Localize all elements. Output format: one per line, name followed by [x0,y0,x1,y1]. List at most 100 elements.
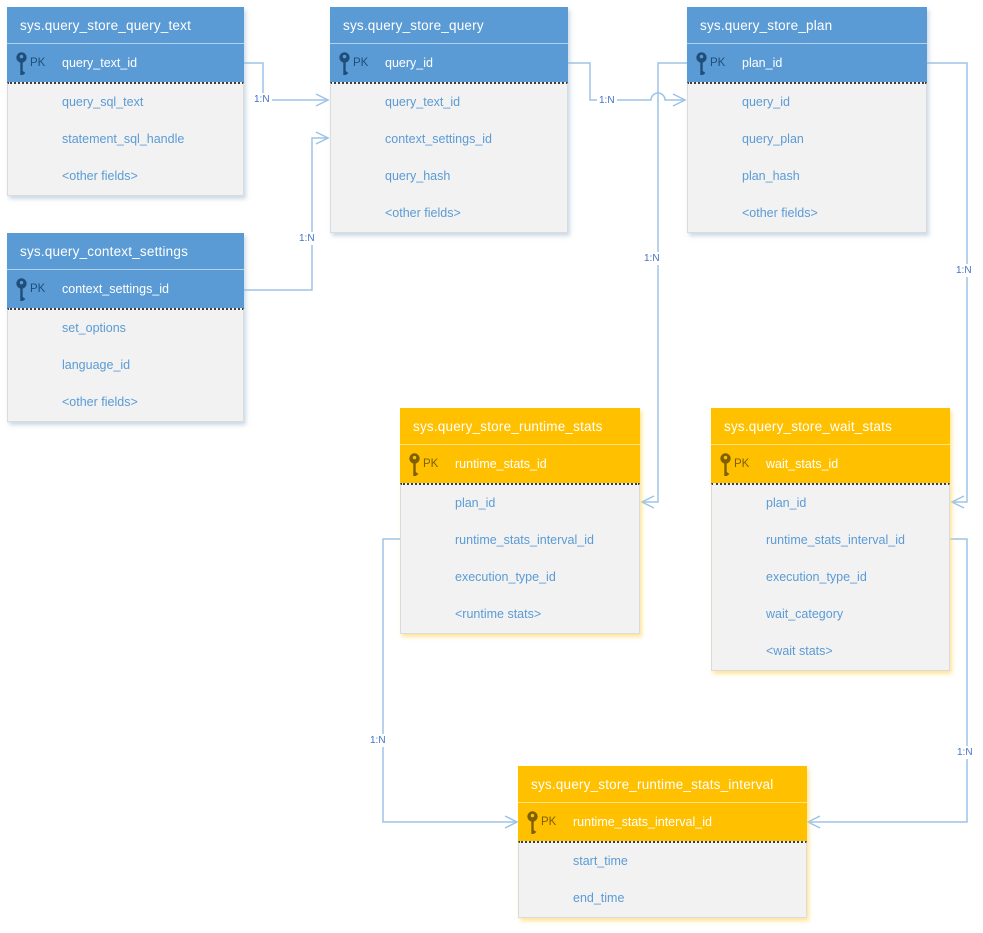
cardinality-label: 1:N [368,734,388,747]
arrowhead-icon [806,815,821,829]
entity-query-store-runtime-stats-interval[interactable]: sys.query_store_runtime_stats_interval P… [518,766,807,918]
cardinality-label: 1:N [955,746,975,759]
field-row: context_settings_id [385,132,493,146]
field-row: query_id [742,95,790,109]
connector-line [927,62,968,503]
arrowhead-icon [504,815,519,829]
field-list: start_time end_time [518,841,807,918]
arrowhead-icon [640,495,655,509]
primary-key-icon [338,51,352,75]
connector-plan-to-wait-stats [927,62,968,509]
field-row: statement_sql_handle [62,132,185,146]
entity-title: sys.query_store_query_text [7,7,244,44]
pk-label: PK [353,57,369,69]
field-row: query_plan [742,132,804,146]
field-row: runtime_stats_interval_id [455,533,594,547]
field-row: <wait stats> [766,644,833,658]
primary-key-icon [719,452,733,476]
entity-title: sys.query_store_wait_stats [711,408,950,445]
pk-field-name: plan_id [742,56,783,70]
entity-title: sys.query_store_plan [687,7,927,44]
field-row: execution_type_id [455,570,556,584]
entity-title: sys.query_store_runtime_stats [400,408,640,445]
primary-key-icon [15,51,29,75]
primary-key-row: PK runtime_stats_id [400,445,640,483]
pk-label: PK [30,57,46,69]
connector-query-to-plan [568,62,687,107]
entity-query-store-wait-stats[interactable]: sys.query_store_wait_stats PK wait_stats… [711,408,950,671]
field-list: plan_id runtime_stats_interval_id execut… [711,483,950,671]
entity-query-store-query[interactable]: sys.query_store_query PK query_id query_… [330,7,568,233]
pk-field-name: wait_stats_id [766,457,839,471]
field-row: query_hash [385,169,451,183]
primary-key-icon [408,452,422,476]
cardinality-label: 1:N [597,94,617,107]
primary-key-icon [526,810,540,834]
field-row: <other fields> [385,206,461,220]
field-row: language_id [62,358,131,372]
connector-line [808,538,968,823]
connector-line [568,62,685,101]
entity-query-store-runtime-stats[interactable]: sys.query_store_runtime_stats PK runtime… [400,408,640,634]
field-row: <other fields> [742,206,818,220]
arrowhead-icon [672,93,687,107]
pk-field-name: runtime_stats_id [455,457,547,471]
cardinality-label: 1:N [297,232,317,245]
primary-key-icon [695,51,709,75]
primary-key-row: PK wait_stats_id [711,445,950,483]
field-row: <other fields> [62,169,138,183]
pk-label: PK [30,283,46,295]
pk-field-name: runtime_stats_interval_id [573,815,712,829]
field-row: end_time [573,891,625,905]
entity-title: sys.query_context_settings [7,233,244,270]
field-list: query_sql_text statement_sql_handle <oth… [7,82,244,196]
primary-key-row: PK query_id [330,44,568,82]
pk-field-name: context_settings_id [62,282,170,296]
connector-runtime-stats-to-interval [382,538,519,829]
field-list: set_options language_id <other fields> [7,308,244,422]
pk-label: PK [734,458,750,470]
arrowhead-icon [315,131,330,145]
field-row: execution_type_id [766,570,867,584]
connector-line [244,62,328,101]
pk-label: PK [541,816,557,828]
primary-key-row: PK plan_id [687,44,927,82]
primary-key-row: PK context_settings_id [7,270,244,308]
connector-line [382,538,517,823]
cardinality-label: 1:N [252,93,272,106]
field-row: wait_category [766,607,844,621]
field-list: plan_id runtime_stats_interval_id execut… [400,483,640,634]
connector-wait-stats-to-interval [806,538,968,829]
cardinality-label: 1:N [642,252,662,265]
pk-field-name: query_text_id [62,56,138,70]
entity-query-store-query-text[interactable]: sys.query_store_query_text PK query_text… [7,7,244,196]
entity-query-store-plan[interactable]: sys.query_store_plan PK plan_id query_id… [687,7,927,233]
field-row: <runtime stats> [455,607,542,621]
entity-query-context-settings[interactable]: sys.query_context_settings PK context_se… [7,233,244,422]
primary-key-row: PK runtime_stats_interval_id [518,803,807,841]
cardinality-label: 1:N [954,264,974,277]
connector-query-text-to-query [244,62,330,107]
connector-line [642,62,687,503]
arrowhead-icon [315,93,330,107]
connector-context-settings-to-query [244,131,330,291]
field-row: set_options [62,321,126,335]
arrowhead-icon [950,495,965,509]
field-row: plan_id [455,496,496,510]
connector-line [244,137,328,291]
field-row: plan_id [766,496,807,510]
entity-title: sys.query_store_query [330,7,568,44]
pk-field-name: query_id [385,56,433,70]
primary-key-row: PK query_text_id [7,44,244,82]
pk-label: PK [710,57,726,69]
field-row: plan_hash [742,169,800,183]
field-list: query_id query_plan plan_hash <other fie… [687,82,927,233]
field-row: <other fields> [62,395,138,409]
entity-title: sys.query_store_runtime_stats_interval [518,766,807,803]
field-row: start_time [573,854,628,868]
field-row: runtime_stats_interval_id [766,533,905,547]
primary-key-icon [15,277,29,301]
field-row: query_sql_text [62,95,144,109]
